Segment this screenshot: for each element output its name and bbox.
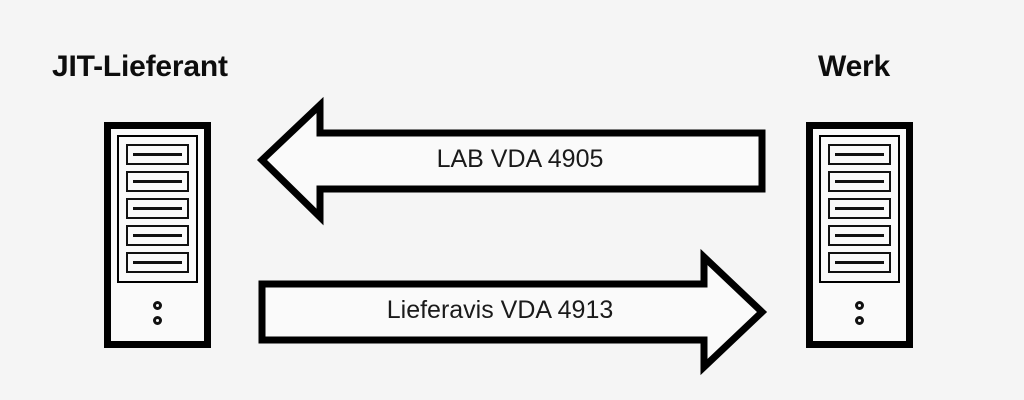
drive-bay	[828, 252, 891, 273]
activity-led-icon	[855, 316, 864, 325]
drive-bay	[828, 198, 891, 219]
node-label-supplier: JIT-Lieferant	[52, 50, 228, 83]
drive-bay-slot	[132, 207, 183, 210]
flow-label-lieferavis: Lieferavis VDA 4913	[386, 296, 614, 324]
drive-bay-slot	[834, 207, 885, 210]
tower-led-group	[111, 301, 204, 325]
activity-led-icon	[153, 316, 162, 325]
drive-bay-slot	[834, 234, 885, 237]
drive-bay	[828, 144, 891, 165]
computer-tower-icon-plant	[806, 122, 913, 348]
drive-bay	[126, 171, 189, 192]
flow-arrow-left-icon	[256, 96, 766, 226]
tower-front-panel	[117, 135, 198, 283]
power-led-icon	[855, 301, 864, 310]
drive-bay-slot	[132, 153, 183, 156]
drive-bay-slot	[834, 153, 885, 156]
drive-bay	[126, 225, 189, 246]
tower-led-group	[813, 301, 906, 325]
drive-bay-slot	[834, 180, 885, 183]
tower-front-panel	[819, 135, 900, 283]
drive-bay-slot	[834, 261, 885, 264]
flow-arrow-right-icon	[258, 248, 768, 376]
drive-bay	[126, 252, 189, 273]
power-led-icon	[153, 301, 162, 310]
drive-bay	[126, 198, 189, 219]
drive-bay	[828, 225, 891, 246]
drive-bay	[828, 171, 891, 192]
drive-bay-slot	[132, 234, 183, 237]
drive-bay-slot	[132, 180, 183, 183]
drive-bay	[126, 144, 189, 165]
drive-bay-slot	[132, 261, 183, 264]
computer-tower-icon-supplier	[104, 122, 211, 348]
node-label-plant: Werk	[818, 50, 891, 83]
flow-label-lab: LAB VDA 4905	[436, 145, 604, 173]
